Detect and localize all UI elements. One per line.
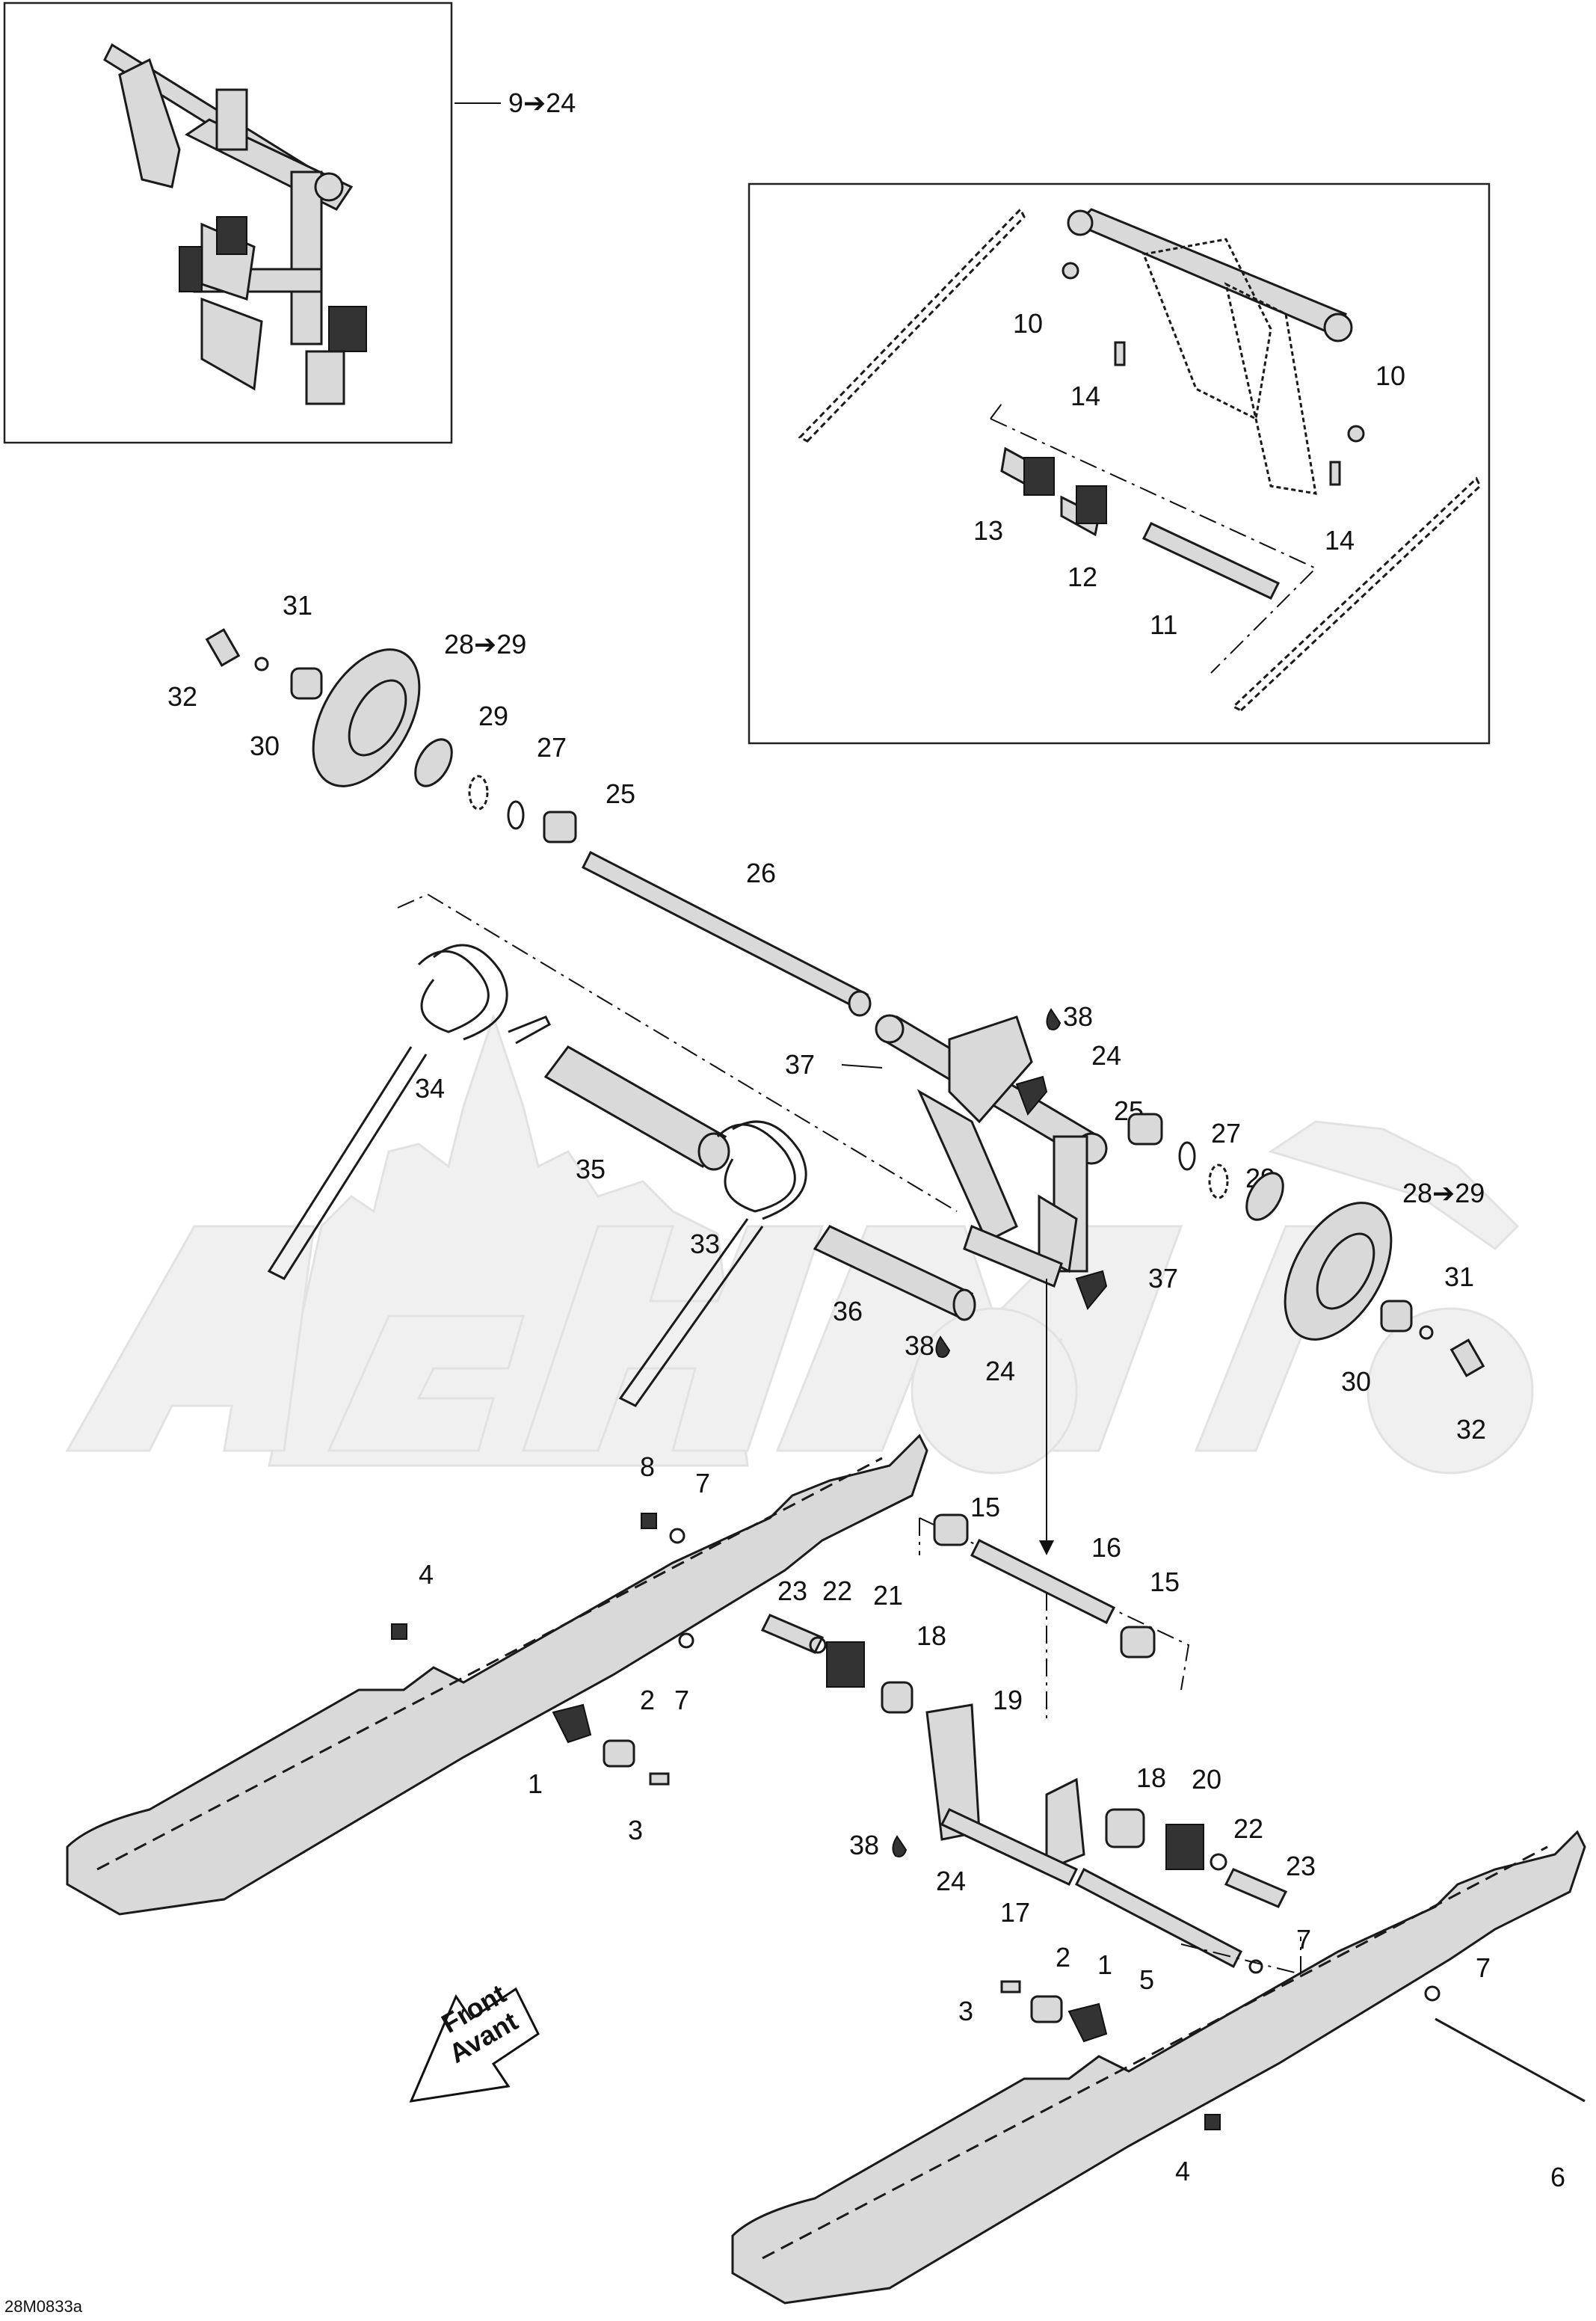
callout-7b: 7 bbox=[674, 1685, 689, 1715]
idler-wheel-right-group bbox=[1127, 1113, 1485, 1377]
callout-4a: 4 bbox=[419, 1559, 434, 1590]
callout-34: 34 bbox=[415, 1073, 445, 1104]
callout-37a: 37 bbox=[785, 1049, 815, 1080]
drop-icon-38b bbox=[935, 1335, 951, 1358]
rear-arm-main bbox=[875, 1014, 1108, 1310]
callout-22a: 22 bbox=[822, 1575, 852, 1606]
inset-frame-topright: 10 10 14 14 13 12 11 bbox=[748, 182, 1491, 745]
callout-14a: 14 bbox=[1070, 381, 1100, 411]
callout-10b: 10 bbox=[1375, 360, 1405, 391]
callout-37b: 37 bbox=[1148, 1263, 1178, 1294]
callout-23b: 23 bbox=[1286, 1851, 1316, 1881]
callout-32a: 32 bbox=[167, 681, 197, 712]
callout-30b: 30 bbox=[1341, 1366, 1371, 1397]
callout-9-24: 9➔24 bbox=[508, 87, 576, 118]
callout-31b: 31 bbox=[1444, 1261, 1474, 1292]
callout-15a: 15 bbox=[970, 1492, 1000, 1522]
callout-32b: 32 bbox=[1456, 1414, 1486, 1445]
callout-4b: 4 bbox=[1175, 2156, 1190, 2186]
callout-10a: 10 bbox=[1013, 308, 1043, 339]
callout-27b: 27 bbox=[1211, 1118, 1241, 1149]
center-pivot-group bbox=[760, 1513, 1301, 1975]
callout-27a: 27 bbox=[537, 732, 567, 763]
callout-33: 33 bbox=[690, 1229, 720, 1259]
callout-6: 6 bbox=[1550, 2162, 1565, 2192]
spring-and-shaft-group bbox=[267, 893, 976, 1407]
callout-11: 11 bbox=[1150, 609, 1177, 640]
callout-7c: 7 bbox=[1296, 1924, 1311, 1955]
callout-16: 16 bbox=[1091, 1532, 1121, 1563]
callout-19: 19 bbox=[993, 1685, 1023, 1715]
callout-24b: 24 bbox=[985, 1356, 1015, 1386]
callout-36: 36 bbox=[833, 1296, 863, 1326]
callout-18a: 18 bbox=[916, 1620, 946, 1651]
callout-23a: 23 bbox=[777, 1575, 807, 1606]
callout-5: 5 bbox=[1139, 1964, 1154, 1995]
callout-29a: 29 bbox=[478, 701, 508, 731]
callout-24a: 24 bbox=[1091, 1040, 1121, 1071]
rail-left bbox=[66, 1433, 928, 1916]
callout-38c: 38 bbox=[849, 1830, 879, 1860]
callout-7d: 7 bbox=[1476, 1952, 1491, 1983]
callout-26: 26 bbox=[746, 858, 776, 888]
rail-left-fasteners bbox=[391, 1513, 694, 1786]
callout-1b: 1 bbox=[1097, 1949, 1112, 1980]
callout-1a: 1 bbox=[528, 1768, 543, 1799]
drop-icon-38a bbox=[1046, 1008, 1062, 1030]
callout-7a: 7 bbox=[695, 1468, 710, 1498]
callout-28-29b: 28➔29 bbox=[1402, 1178, 1485, 1208]
callout-3a: 3 bbox=[628, 1815, 643, 1845]
callout-17: 17 bbox=[1000, 1897, 1030, 1928]
callout-13: 13 bbox=[973, 515, 1003, 546]
watermark bbox=[65, 1013, 1534, 1475]
callout-2a: 2 bbox=[640, 1685, 655, 1715]
callout-21: 21 bbox=[873, 1580, 903, 1611]
rail-right bbox=[731, 1830, 1586, 2305]
drawing-code: 28M0833a bbox=[4, 2297, 83, 2316]
callout-28-29a: 28➔29 bbox=[444, 629, 526, 660]
inset-frame-topleft: 9➔24 bbox=[3, 1, 576, 444]
callout-3b: 3 bbox=[958, 1996, 973, 2026]
callout-2b: 2 bbox=[1056, 1942, 1070, 1973]
callout-24c: 24 bbox=[936, 1866, 966, 1896]
callout-18b: 18 bbox=[1136, 1762, 1166, 1793]
callout-38b: 38 bbox=[905, 1330, 934, 1361]
inset-linkage-drawing bbox=[798, 207, 1482, 712]
callout-38a: 38 bbox=[1063, 1001, 1093, 1032]
callout-14b: 14 bbox=[1325, 525, 1355, 556]
callout-31a: 31 bbox=[283, 590, 312, 621]
callout-30a: 30 bbox=[250, 731, 280, 761]
callout-20: 20 bbox=[1192, 1764, 1221, 1795]
callout-12: 12 bbox=[1067, 562, 1097, 592]
rear-arm-assembly-thumbnail bbox=[103, 43, 367, 405]
drop-icon-38c bbox=[892, 1835, 908, 1857]
callout-25a: 25 bbox=[606, 778, 635, 809]
front-direction-arrow: Front Avant bbox=[409, 1978, 540, 2103]
callout-15b: 15 bbox=[1150, 1567, 1180, 1597]
rail-right-fasteners bbox=[1000, 1980, 1586, 2130]
callout-35: 35 bbox=[576, 1154, 606, 1184]
idler-wheel-left-group bbox=[205, 628, 872, 1017]
callout-22b: 22 bbox=[1233, 1813, 1263, 1844]
callout-8: 8 bbox=[640, 1451, 655, 1482]
